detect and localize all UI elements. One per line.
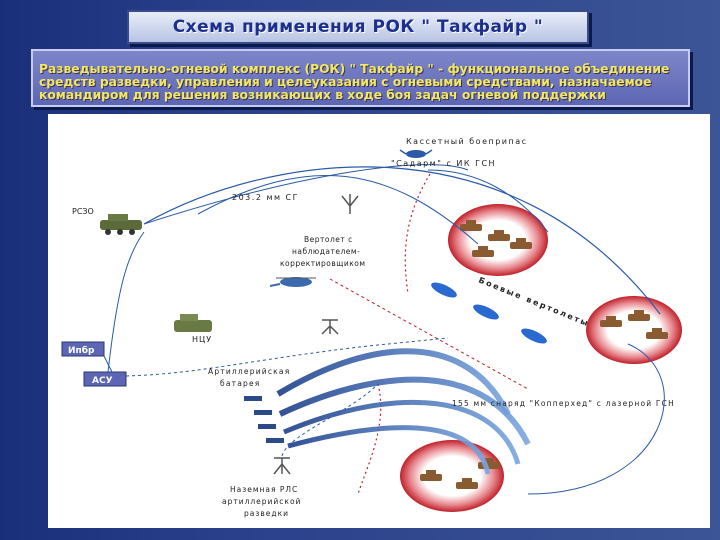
- laser-beam: [329, 278, 529, 390]
- artillery-guns-icon: [244, 396, 284, 443]
- cluster-munition-label: Кассетный боеприпас: [406, 137, 528, 146]
- asu-ncu-link: [107, 231, 145, 373]
- descent-path-1: [404, 173, 431, 295]
- ipbr-box: [61, 341, 105, 357]
- sadarm-trajectory: [427, 169, 549, 233]
- description-text: Разведывательно-огневой комплекс (РОК) "…: [39, 62, 670, 102]
- enemy-tanks-2: [600, 310, 668, 339]
- copperhead-arc: [527, 343, 665, 495]
- diagram-svg: Кассетный боеприпас "Садарм" с ИК ГСН РС…: [61, 137, 682, 518]
- sg-trajectory: [197, 174, 479, 245]
- artillery-beam-1: [276, 348, 511, 416]
- enemy-tanks-1: [460, 220, 532, 257]
- descent-path-2: [357, 383, 382, 495]
- attack-helicopters-icon: [431, 282, 547, 344]
- slide-title-box: Схема применения РОК " Такфайр ": [127, 10, 589, 44]
- attack-helicopters-label: Боевые вертолеты: [477, 276, 591, 329]
- asu-box: [83, 371, 127, 387]
- rszo-vehicle-icon: [100, 214, 142, 235]
- artillery-beam-4: [287, 425, 491, 475]
- target-area-3: [400, 440, 504, 512]
- rszo-trajectory-2: [143, 164, 469, 225]
- cluster-munition-icon: [399, 149, 433, 158]
- rszo-trajectory: [143, 166, 661, 315]
- artillery-beam-3: [283, 399, 521, 465]
- ground-radar-label: Наземная РЛС артиллерийской разведки: [222, 485, 305, 518]
- rszo-label: РСЗО: [72, 207, 94, 216]
- observer-helicopter-icon: [269, 277, 316, 287]
- ncu-label: НЦУ: [192, 335, 212, 344]
- ipbr-asu-link: [103, 355, 113, 373]
- sg203-label: 203.2 мм СГ: [232, 193, 299, 202]
- ground-radar-icon: [273, 457, 291, 475]
- sadarm-label: "Садарм" с ИК ГСН: [391, 159, 496, 168]
- description-box: Разведывательно-огневой комплекс (РОК) "…: [31, 49, 690, 107]
- copperhead-label: 155 мм снаряд "Копперхед" с лазерной ГСН: [452, 399, 675, 408]
- slide-title: Схема применения РОК " Такфайр ": [172, 17, 544, 37]
- ipbr-label: Ипбр: [68, 345, 95, 356]
- artillery-battery-label: Артиллерийская батарея: [208, 367, 294, 388]
- radar-link: [281, 383, 379, 457]
- asu-label: АСУ: [92, 376, 113, 386]
- ncu-antenna-icon: [321, 319, 339, 335]
- ncu-vehicle-icon: [174, 314, 212, 332]
- radar-antenna-icon: [341, 194, 359, 214]
- target-area-2: [586, 296, 682, 364]
- ncu-comm-link: [125, 337, 449, 377]
- artillery-beam-2: [278, 376, 531, 446]
- helicopter-label: Вертолет с наблюдателем- корректировщико…: [280, 235, 366, 268]
- diagram-panel: Кассетный боеприпас "Садарм" с ИК ГСН РС…: [48, 114, 710, 528]
